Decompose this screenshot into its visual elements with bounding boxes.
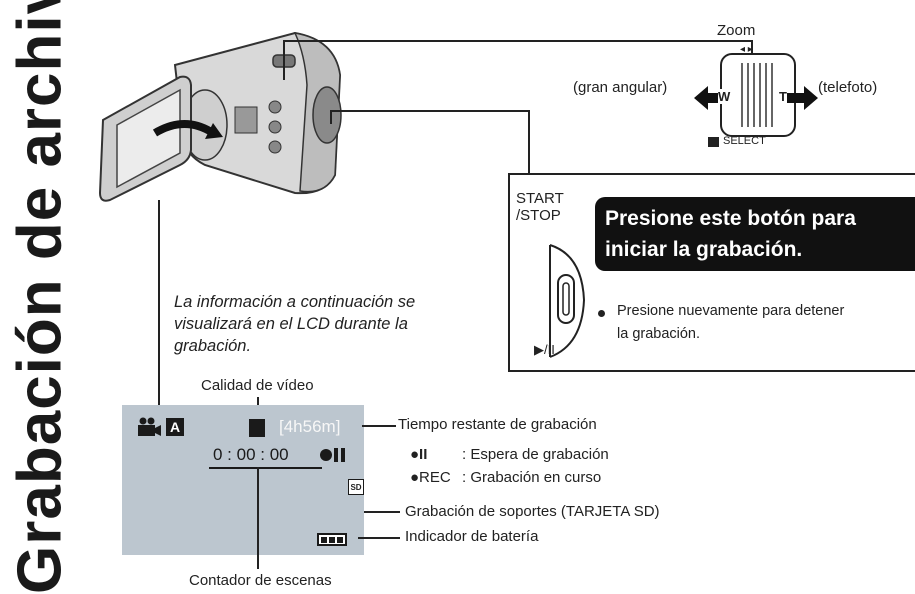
start-leader-v: [330, 110, 332, 124]
counter-underline: [209, 467, 322, 469]
zoom-arrows-icon: ◂ ▸: [740, 44, 753, 55]
bullet-icon: [598, 310, 605, 317]
start-label: START: [516, 190, 564, 207]
sidebar: Grabación de archivos: [0, 0, 80, 594]
auto-mode-icon: A: [166, 418, 184, 436]
zoom-leader-down: [751, 40, 753, 56]
rec-dot-icon: [320, 449, 332, 461]
arrow-left-icon: [694, 86, 730, 110]
battery-icon: [317, 533, 347, 546]
standby-label: : Espera de grabación: [462, 446, 609, 463]
callout-line1: Presione este botón para: [605, 207, 856, 230]
media-leader: [364, 511, 400, 513]
rec-symbol: ●REC: [410, 469, 451, 486]
remaining-label: Tiempo restante de grabación: [398, 416, 597, 433]
zoom-w-key: W: [718, 89, 731, 104]
info-line2: visualizará en el LCD durante la: [174, 315, 408, 333]
zoom-leader-v: [283, 40, 285, 80]
start-leader-h: [330, 110, 530, 112]
zoom-title: Zoom: [717, 22, 756, 39]
arrow-right-icon: [782, 86, 818, 110]
battery-label: Indicador de batería: [405, 528, 539, 545]
scene-counter-label: Contador de escenas: [189, 572, 332, 589]
counter-leader: [257, 467, 259, 569]
camcorder-illustration: [98, 31, 342, 202]
section-title: Grabación de archivos: [5, 0, 75, 594]
battery-leader: [358, 537, 400, 539]
sd-card-icon: SD: [348, 479, 364, 495]
standby-symbol: ●II: [410, 446, 428, 463]
play-pause-icon: ▶/II: [534, 342, 555, 357]
start-stop-button: [549, 244, 586, 358]
stop-label: /STOP: [516, 207, 561, 224]
info-line3: grabación.: [174, 337, 252, 355]
video-camera-icon: [138, 417, 161, 436]
scene-counter: 0 : 00 : 00: [213, 445, 289, 464]
recording-label: : Grabación en curso: [462, 469, 602, 486]
start-leader-down: [528, 110, 530, 175]
zoom-leader-h: [283, 40, 753, 42]
video-quality-label: Calidad de vídeo: [201, 377, 314, 394]
wide-angle-label: (gran angular): [573, 79, 668, 96]
pause-bar-icon: [341, 448, 345, 462]
note-line1: Presione nuevamente para detener: [617, 303, 845, 319]
note-line2: la grabación.: [617, 326, 701, 342]
lcd-leader: [158, 200, 160, 492]
remaining-time: [4h56m]: [279, 417, 341, 436]
quality-icon: [249, 419, 265, 437]
pause-bar-icon: [334, 448, 338, 462]
zoom-t-key: T: [779, 89, 787, 104]
telephoto-label: (telefoto): [818, 79, 878, 96]
select-icon: [708, 137, 719, 147]
remaining-leader: [362, 425, 396, 427]
media-label: Grabación de soportes (TARJETA SD): [405, 503, 660, 520]
info-line1: La información a continuación se: [174, 293, 416, 311]
select-label: SELECT: [723, 135, 766, 147]
lcd-display: A [4h56m] 0 : 00 : 00 SD: [122, 405, 364, 555]
instruction-callout: Presione este botón para iniciar la grab…: [595, 197, 915, 271]
callout-line2: iniciar la grabación.: [605, 238, 803, 261]
